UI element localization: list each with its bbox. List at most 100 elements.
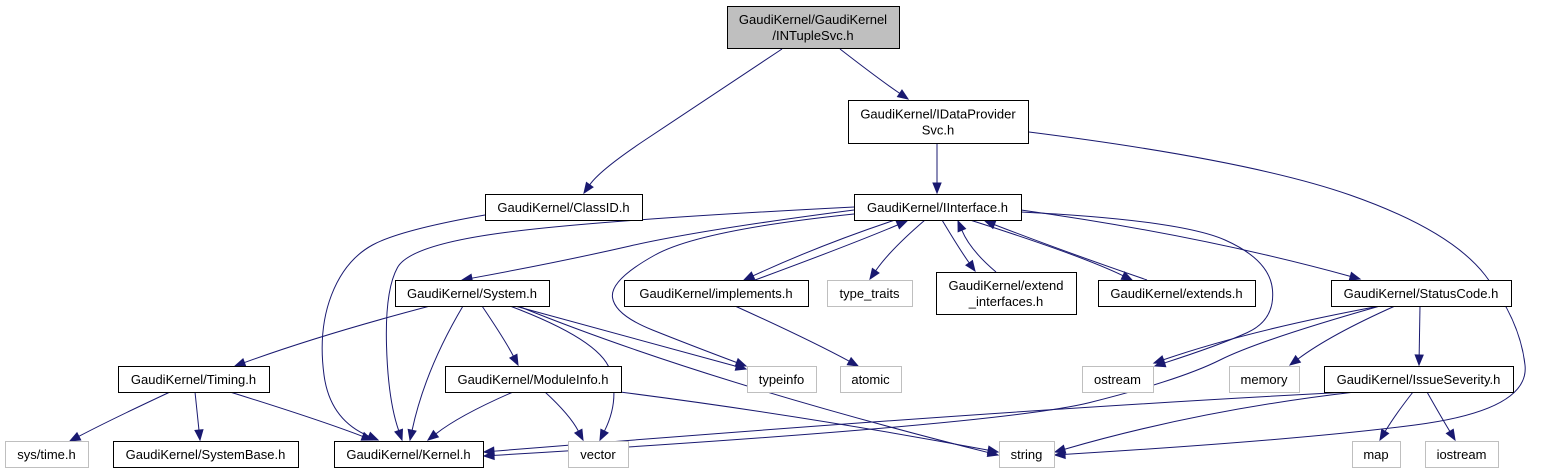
node-box bbox=[1098, 280, 1256, 307]
node-label: GaudiKernel/extend bbox=[949, 278, 1064, 293]
node-timing[interactable]: GaudiKernel/Timing.h bbox=[118, 366, 270, 393]
node-label: GaudiKernel/Kernel.h bbox=[346, 447, 470, 462]
node-box bbox=[5, 441, 89, 468]
edge-ntuplesvc-to-classid bbox=[583, 48, 783, 195]
node-ntuplesvc[interactable]: GaudiKernel/GaudiKernel/INTupleSvc.h bbox=[727, 6, 900, 49]
edge-moduleinfo-to-string bbox=[619, 391, 1000, 455]
edge-line bbox=[471, 209, 855, 279]
node-box bbox=[334, 441, 484, 468]
arrowhead-icon bbox=[583, 181, 594, 195]
node-label: Svc.h bbox=[922, 123, 955, 138]
node-atomic: atomic bbox=[840, 366, 902, 393]
arrowhead-icon bbox=[68, 431, 82, 442]
arrowhead-icon bbox=[869, 267, 880, 281]
node-extends[interactable]: GaudiKernel/extends.h bbox=[1098, 280, 1256, 307]
node-box bbox=[848, 100, 1029, 144]
edge-system-to-moduleinfo bbox=[481, 305, 519, 367]
edge-iinterface-to-statuscode bbox=[1020, 209, 1362, 281]
edge-issueseverity-to-iostream bbox=[1426, 391, 1456, 442]
edge-system-to-typeinfo bbox=[514, 305, 748, 371]
edge-line bbox=[493, 305, 1381, 456]
edge-line bbox=[435, 391, 514, 435]
arrowhead-icon bbox=[407, 428, 417, 442]
edge-classid-to-kernel bbox=[321, 214, 486, 441]
node-box bbox=[827, 280, 913, 307]
node-label: GaudiKernel/implements.h bbox=[639, 286, 792, 301]
node-label: GaudiKernel/ClassID.h bbox=[497, 200, 629, 215]
arrowhead-icon bbox=[233, 357, 247, 367]
node-iinterface[interactable]: GaudiKernel/IInterface.h bbox=[854, 194, 1022, 221]
node-label: GaudiKernel/IDataProvider bbox=[860, 107, 1016, 122]
arrowhead-icon bbox=[1053, 444, 1067, 454]
edges-layer bbox=[68, 48, 1526, 461]
edge-extend_interfaces-to-iinterface bbox=[957, 219, 997, 273]
node-label: GaudiKernel/System.h bbox=[407, 286, 537, 301]
node-typeinfo: typeinfo bbox=[747, 366, 817, 393]
node-systembase[interactable]: GaudiKernel/SystemBase.h bbox=[113, 441, 299, 468]
edge-line bbox=[78, 391, 171, 437]
node-box bbox=[1324, 366, 1514, 393]
edge-line bbox=[839, 48, 901, 94]
node-box bbox=[113, 441, 299, 468]
arrowhead-icon bbox=[986, 445, 1000, 455]
edge-line bbox=[734, 305, 850, 362]
edge-line bbox=[1028, 131, 1526, 455]
node-label: _interfaces.h bbox=[968, 294, 1043, 309]
node-label: GaudiKernel/extends.h bbox=[1110, 286, 1242, 301]
node-kernel[interactable]: GaudiKernel/Kernel.h bbox=[334, 441, 484, 468]
edge-line bbox=[1297, 305, 1396, 360]
edge-iinterface-to-extends bbox=[969, 219, 1134, 281]
arrowhead-icon bbox=[1120, 271, 1134, 281]
arrowhead-icon bbox=[599, 428, 609, 442]
edge-line bbox=[619, 391, 989, 451]
arrowhead-icon bbox=[895, 220, 909, 230]
edge-line bbox=[1426, 391, 1451, 432]
node-box bbox=[1425, 441, 1499, 468]
edge-iinterface-to-extend_interfaces bbox=[941, 219, 976, 273]
node-type_traits: type_traits bbox=[827, 280, 913, 307]
node-ostream: ostream bbox=[1082, 366, 1154, 393]
node-statuscode[interactable]: GaudiKernel/StatusCode.h bbox=[1331, 280, 1512, 307]
node-label: typeinfo bbox=[759, 372, 805, 387]
edge-line bbox=[321, 214, 486, 437]
nodes-layer: GaudiKernel/GaudiKernel/INTupleSvc.hGaud… bbox=[5, 6, 1514, 468]
node-box bbox=[1229, 366, 1300, 393]
edge-line bbox=[1384, 391, 1414, 432]
node-label: ostream bbox=[1094, 372, 1141, 387]
node-label: vector bbox=[580, 447, 616, 462]
edge-statuscode-to-issueseverity bbox=[1414, 305, 1424, 367]
node-box bbox=[727, 6, 900, 49]
node-label: map bbox=[1363, 447, 1388, 462]
edge-moduleinfo-to-vector bbox=[544, 391, 584, 442]
arrowhead-icon bbox=[426, 429, 440, 441]
edge-line bbox=[961, 230, 997, 273]
node-box bbox=[485, 194, 643, 221]
node-extend_interfaces[interactable]: GaudiKernel/extend_interfaces.h bbox=[936, 272, 1077, 315]
node-implements[interactable]: GaudiKernel/implements.h bbox=[624, 280, 809, 307]
edge-line bbox=[517, 305, 989, 454]
arrowhead-icon bbox=[983, 220, 997, 230]
edge-timing-to-systime bbox=[68, 391, 171, 442]
node-system[interactable]: GaudiKernel/System.h bbox=[395, 280, 550, 307]
arrowhead-icon bbox=[965, 259, 976, 273]
edge-iinterface-to-implements bbox=[742, 219, 896, 281]
node-box bbox=[445, 366, 622, 393]
edge-timing-to-kernel bbox=[229, 391, 374, 441]
node-box bbox=[118, 366, 270, 393]
node-label: string bbox=[1011, 447, 1043, 462]
node-label: sys/time.h bbox=[17, 447, 76, 462]
node-issueseverity[interactable]: GaudiKernel/IssueSeverity.h bbox=[1324, 366, 1514, 393]
node-iostream: iostream bbox=[1425, 441, 1499, 468]
node-classid[interactable]: GaudiKernel/ClassID.h bbox=[485, 194, 643, 221]
edge-idataprovidersvc-to-iinterface bbox=[932, 143, 942, 195]
arrowhead-icon bbox=[194, 429, 204, 442]
node-box bbox=[1331, 280, 1512, 307]
node-map: map bbox=[1352, 441, 1401, 468]
node-moduleinfo[interactable]: GaudiKernel/ModuleInfo.h bbox=[445, 366, 622, 393]
edge-system-to-timing bbox=[233, 305, 431, 367]
arrowhead-icon bbox=[573, 428, 584, 442]
edge-line bbox=[1163, 305, 1381, 361]
node-box bbox=[840, 366, 902, 393]
node-label: GaudiKernel/SystemBase.h bbox=[126, 447, 286, 462]
